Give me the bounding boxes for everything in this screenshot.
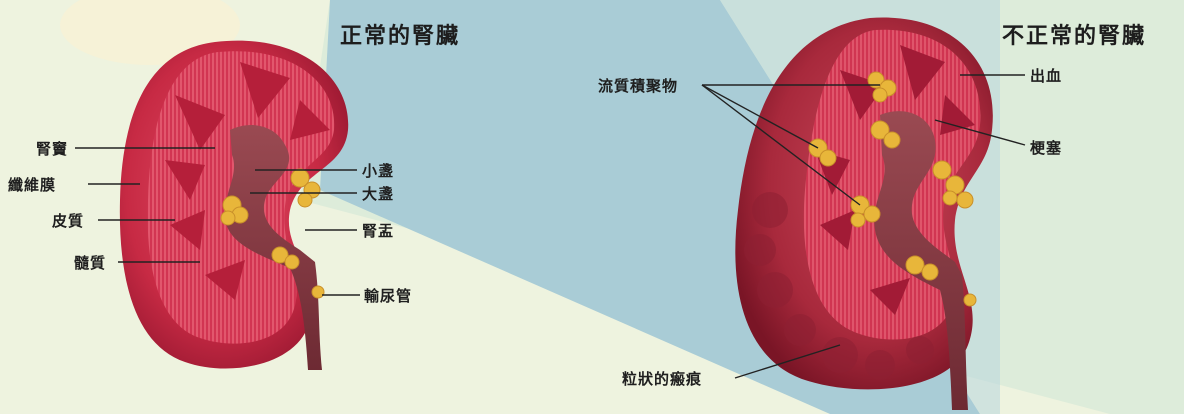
normal-kidney-title: 正常的腎臟 xyxy=(340,18,460,50)
label-fluid-accumulation: 流質積聚物 xyxy=(598,75,678,96)
label-medulla: 髓質 xyxy=(74,252,106,273)
label-granular-scar: 粒狀的瘢痕 xyxy=(622,368,702,389)
label-ureter: 輸尿管 xyxy=(364,285,412,306)
abnormal-kidney-title: 不正常的腎臟 xyxy=(1002,18,1146,50)
label-renal-sinus: 腎竇 xyxy=(36,138,68,159)
label-infarct: 梗塞 xyxy=(1030,137,1062,158)
label-hemorrhage: 出血 xyxy=(1030,65,1062,86)
label-major-calyx: 大盞 xyxy=(362,183,394,204)
label-minor-calyx: 小盞 xyxy=(362,160,394,181)
label-cortex: 皮質 xyxy=(52,210,84,231)
label-renal-pelvis: 腎盂 xyxy=(362,220,394,241)
label-fibrous-capsule: 纖維膜 xyxy=(8,174,56,195)
